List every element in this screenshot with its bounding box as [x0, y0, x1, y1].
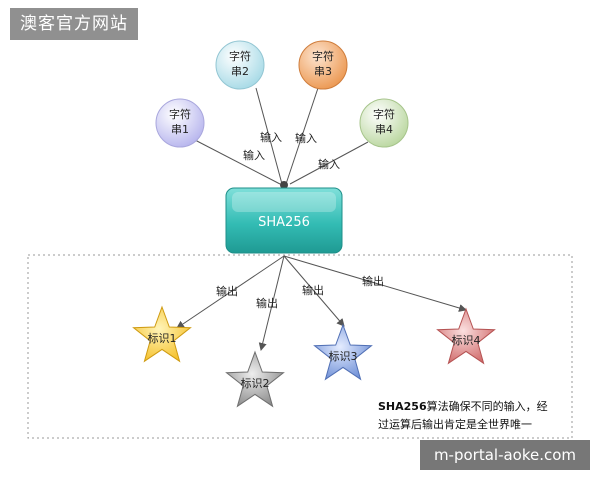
output-star-3-label: 标识3: [329, 349, 358, 363]
caption-line-1: SHA256算法确保不同的输入，经: [378, 398, 568, 416]
input-edge-4: [289, 141, 369, 185]
input-node-4-label-line1: 字符: [373, 107, 395, 121]
input-edge-label-2: 输入: [260, 130, 282, 144]
output-edge-label-3: 输出: [302, 283, 324, 297]
input-node-2-label-line2: 串2: [231, 65, 249, 78]
edge-junction-dot: [280, 181, 288, 189]
input-node-3: 字符 串3: [298, 40, 348, 90]
sha256-box-label: SHA256: [258, 215, 310, 230]
input-node-2: 字符 串2: [215, 40, 265, 90]
output-edge-3: [283, 255, 345, 327]
caption-line-1-rest: 算法确保不同的输入，经: [426, 400, 548, 413]
input-node-1: 字符 串1: [155, 98, 205, 148]
output-star-2: 标识2: [225, 350, 285, 408]
input-node-2-label-line1: 字符: [229, 49, 251, 63]
input-node-4-label-line2: 串4: [375, 123, 393, 136]
site-watermark: 澳客官方网站: [10, 8, 138, 40]
input-edge-label-1: 输入: [243, 148, 265, 162]
output-edge-label-2: 输出: [256, 296, 278, 310]
output-edge-4: [283, 255, 467, 312]
input-edge-1: [194, 139, 281, 185]
output-star-4-label: 标识4: [452, 333, 481, 347]
output-star-1: 标识1: [132, 305, 192, 363]
output-star-4: 标识4: [436, 307, 496, 365]
input-edge-label-4: 输入: [318, 157, 340, 171]
caption-text: SHA256算法确保不同的输入，经 过运算后输出肯定是全世界唯一: [378, 398, 568, 434]
input-edge-3: [285, 87, 319, 185]
output-star-3: 标识3: [313, 323, 373, 381]
output-edge-label-1: 输出: [216, 284, 238, 298]
input-edge-2: [255, 87, 283, 185]
input-node-1-label-line1: 字符: [169, 107, 191, 121]
footer-watermark: m-portal-aoke.com: [420, 440, 590, 470]
input-edge-label-3: 输入: [295, 131, 317, 145]
caption-line-2: 过运算后输出肯定是全世界唯一: [378, 418, 532, 431]
input-node-3-label-line2: 串3: [314, 65, 332, 78]
output-region-border: [27, 254, 573, 439]
output-star-2-label: 标识2: [241, 376, 270, 390]
input-node-1-label-line2: 串1: [171, 123, 189, 136]
output-edge-2: [258, 255, 285, 351]
output-star-1-label: 标识1: [148, 331, 177, 345]
input-node-3-label-line1: 字符: [312, 49, 334, 63]
output-edge-1: [176, 255, 285, 329]
input-node-4: 字符 串4: [359, 98, 409, 148]
caption-bold-term: SHA256: [378, 400, 427, 413]
sha256-box: SHA256: [225, 187, 343, 254]
output-edge-label-4: 输出: [362, 274, 384, 288]
